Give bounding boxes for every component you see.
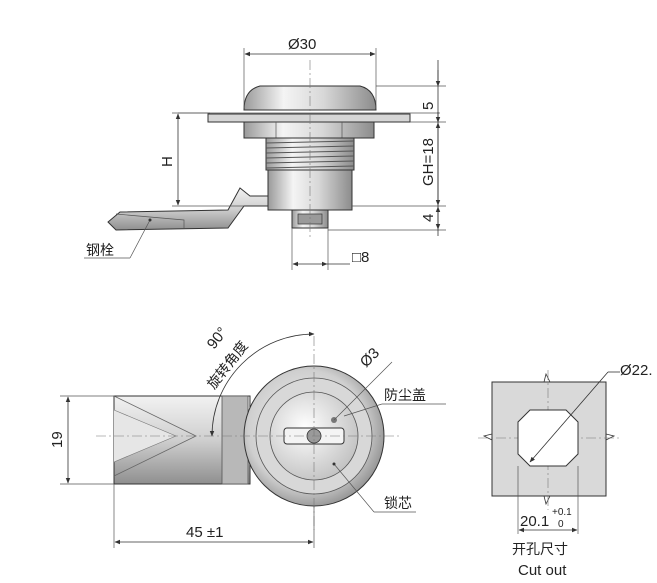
angle-90: 90° xyxy=(204,324,231,352)
tol-zero: 0 xyxy=(558,519,564,530)
cutout-hole xyxy=(517,409,579,467)
dim-dia-30: Ø30 xyxy=(288,36,316,53)
dim-5: 5 xyxy=(420,102,437,110)
dim-4: 4 xyxy=(420,214,437,222)
rotation-arc xyxy=(209,331,315,437)
dim-square-8: □8 xyxy=(352,249,369,266)
label-dust-cover: 防尘盖 xyxy=(384,388,426,404)
dim-19: 19 xyxy=(49,431,66,448)
dim-45: 45 ±1 xyxy=(186,524,223,541)
dim-gh-18: GH=18 xyxy=(420,138,437,186)
dim-dia-3: Ø3 xyxy=(357,345,383,371)
dim-h: H xyxy=(159,156,176,167)
tol-plus: +0.1 xyxy=(552,507,572,518)
cutout-view: Ø22. 20.1 +0.1 0 开孔尺寸 Cut out xyxy=(478,362,653,579)
side-view: Ø30 H 5 GH=18 4 □8 钢栓 xyxy=(84,36,446,270)
dim-dia-22: Ø22. xyxy=(620,362,653,379)
dim-20-1: 20.1 xyxy=(520,513,549,530)
front-view: 90° 旋转角度 Ø3 防尘盖 锁芯 19 45 ±1 xyxy=(49,324,446,548)
label-steel-bolt: 钢栓 xyxy=(86,243,114,259)
hex-nut xyxy=(243,121,375,139)
cutout-title-en: Cut out xyxy=(518,562,567,579)
panel-plate xyxy=(207,113,411,123)
label-lock-core: 锁芯 xyxy=(384,496,412,512)
cam-arm xyxy=(107,187,269,231)
cutout-title-cn: 开孔尺寸 xyxy=(512,542,568,558)
